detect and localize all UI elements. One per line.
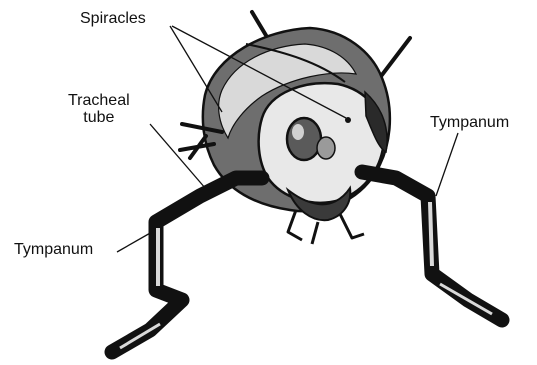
palp-left [288,210,302,240]
tracheal-label-line1: Tracheal [68,92,130,109]
tympanum-right-label: Tympanum [430,114,509,131]
tracheal-label-line2: tube [68,109,130,126]
right-leg-inner [430,202,432,266]
right-leg-inner2 [440,284,492,314]
spiracles-label: Spiracles [80,10,146,27]
tympanum-left-leader [117,232,152,252]
tympanum-left-label: Tympanum [14,241,93,258]
palp-right [340,214,364,238]
eye-highlight [292,124,304,140]
tympanum-right-leader [436,133,458,196]
head-side-patch [317,137,335,159]
tracheal-leader [150,124,212,196]
tracheal-tube-label: Tracheal tube [68,92,130,126]
palp-middle [312,222,318,244]
compound-eye [287,118,321,160]
left-leg [112,178,262,352]
